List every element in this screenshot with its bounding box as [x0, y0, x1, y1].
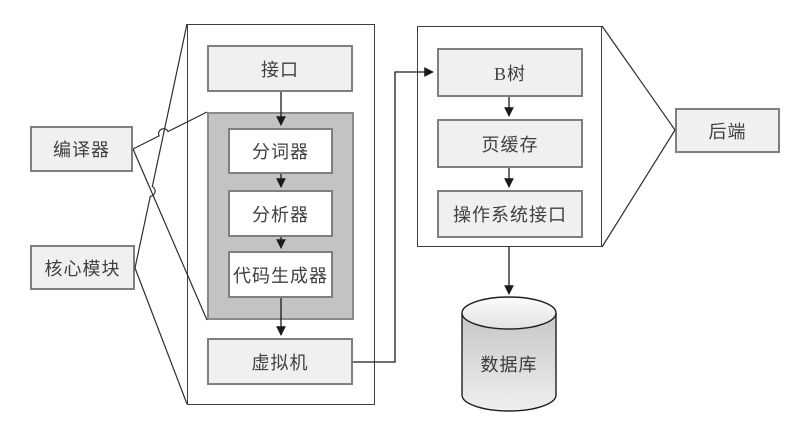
node-virtual-machine: 虚拟机	[207, 338, 353, 385]
node-page-cache: 页缓存	[437, 119, 583, 168]
edge-container-top-to-core-module	[134, 23, 188, 269]
parser-label: 分析器	[252, 204, 309, 225]
page-cache-label: 页缓存	[481, 134, 539, 155]
virtual-machine-label: 虚拟机	[251, 352, 309, 373]
tokenizer-label: 分词器	[252, 142, 309, 162]
node-code-generator: 代码生成器	[228, 251, 333, 298]
database-cylinder-top	[461, 296, 557, 330]
node-interface: 接口	[207, 45, 353, 92]
compiler-label: 编译器	[53, 140, 110, 160]
node-compiler: 编译器	[30, 126, 133, 172]
database-label: 数据库	[480, 355, 538, 375]
edge-backend-container-bottom-to-backend	[601, 129, 676, 248]
os-interface-label: 操作系统接口	[453, 205, 567, 225]
code-generator-label: 代码生成器	[233, 265, 328, 286]
edge-core-module-to-container-bottom	[134, 267, 188, 405]
edge-backend-container-top-to-backend	[601, 25, 676, 131]
node-b-tree: B树	[437, 48, 583, 97]
interface-label: 接口	[261, 59, 299, 80]
node-os-interface: 操作系统接口	[437, 190, 583, 238]
node-parser: 分析器	[228, 190, 333, 237]
backend-label: 后端	[708, 121, 747, 142]
core-module-label: 核心模块	[44, 258, 121, 279]
node-backend: 后端	[675, 108, 780, 153]
b-tree-label: B树	[493, 63, 526, 84]
node-tokenizer: 分词器	[228, 128, 333, 174]
node-core-module: 核心模块	[30, 245, 135, 290]
